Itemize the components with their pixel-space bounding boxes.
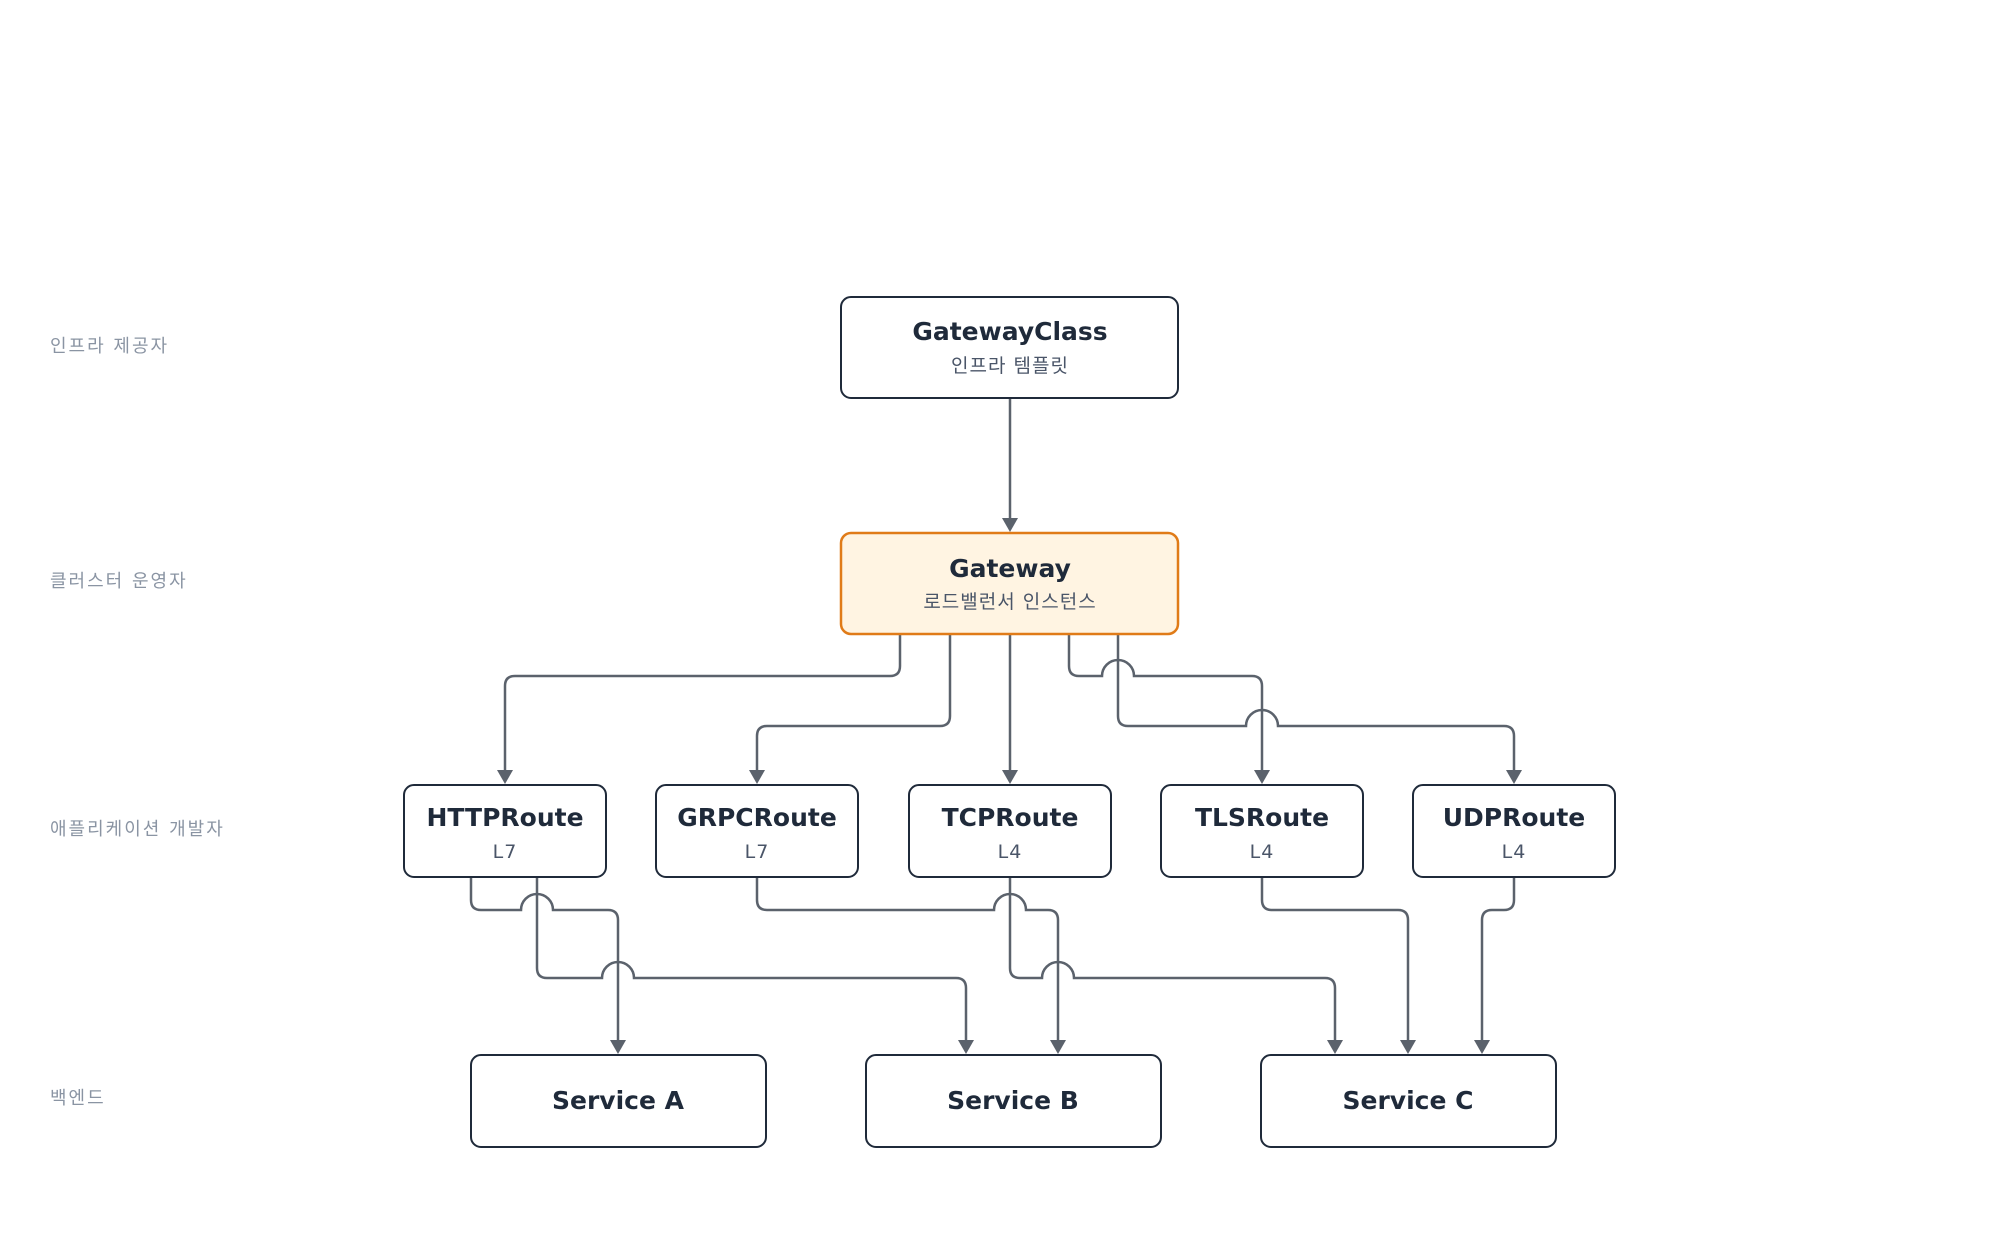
arrow-gateway bbox=[1002, 518, 1018, 532]
edge-gateway-grpcroute bbox=[755, 634, 952, 770]
arrow-grpcroute bbox=[749, 770, 765, 784]
edge-gateway-udproute bbox=[1116, 634, 1516, 770]
node-service-c[interactable]: Service C bbox=[1260, 1054, 1557, 1148]
arrow-udproute bbox=[1506, 770, 1522, 784]
lane-labels: 인프라 제공자 클러스터 운영자 애플리케이션 개발자 백엔드 bbox=[50, 336, 225, 1109]
node-grpcroute-subtitle: L7 bbox=[745, 841, 770, 863]
node-tlsroute-subtitle: L4 bbox=[1250, 841, 1275, 863]
node-grpcroute[interactable]: GRPCRoute L7 bbox=[655, 784, 859, 878]
node-grpcroute-box bbox=[655, 784, 859, 878]
arrow-tlsroute bbox=[1254, 770, 1270, 784]
lane-label-app: 애플리케이션 개발자 bbox=[50, 819, 225, 840]
node-gateway-title: Gateway bbox=[949, 554, 1071, 583]
edge-tcproute-service-c bbox=[1008, 877, 1337, 1040]
arrow-service-c-3 bbox=[1474, 1040, 1490, 1054]
node-service-a[interactable]: Service A bbox=[470, 1054, 767, 1148]
node-udproute-subtitle: L4 bbox=[1502, 841, 1527, 863]
node-httproute[interactable]: HTTPRoute L7 bbox=[403, 784, 607, 878]
node-tlsroute-box bbox=[1160, 784, 1364, 878]
lane-label-infra: 인프라 제공자 bbox=[50, 336, 169, 357]
edge-gateway-httproute bbox=[503, 634, 902, 770]
arrow-httproute bbox=[497, 770, 513, 784]
node-tcproute[interactable]: TCPRoute L4 bbox=[908, 784, 1112, 878]
node-udproute-box bbox=[1412, 784, 1616, 878]
node-httproute-title: HTTPRoute bbox=[426, 803, 583, 832]
node-tlsroute-title: TLSRoute bbox=[1195, 803, 1329, 832]
node-service-a-title: Service A bbox=[552, 1086, 685, 1115]
edge-udproute-service-c bbox=[1480, 877, 1516, 1040]
lane-label-cluster: 클러스터 운영자 bbox=[50, 571, 188, 592]
node-service-a-box bbox=[470, 1054, 767, 1148]
arrow-service-b-1 bbox=[958, 1040, 974, 1054]
node-service-b-box bbox=[865, 1054, 1162, 1148]
edges bbox=[469, 398, 1522, 1054]
node-service-c-title: Service C bbox=[1343, 1086, 1474, 1115]
node-gatewayclass-box bbox=[840, 296, 1179, 399]
node-tcproute-box bbox=[908, 784, 1112, 878]
node-gatewayclass[interactable]: GatewayClass 인프라 템플릿 bbox=[840, 296, 1179, 399]
node-tcproute-title: TCPRoute bbox=[942, 803, 1079, 832]
edge-gateway-tlsroute bbox=[1067, 634, 1264, 770]
edge-httproute-service-b bbox=[535, 877, 968, 1040]
node-gateway[interactable]: Gateway 로드밸런서 인스턴스 bbox=[839, 531, 1180, 636]
node-service-c-box bbox=[1260, 1054, 1557, 1148]
edge-grpcroute-service-b bbox=[755, 877, 1060, 1040]
nodes: GatewayClass 인프라 템플릿 Gateway 로드밸런서 인스턴스 … bbox=[403, 296, 1616, 1148]
node-service-b[interactable]: Service B bbox=[865, 1054, 1162, 1148]
arrow-service-c-1 bbox=[1327, 1040, 1343, 1054]
node-httproute-subtitle: L7 bbox=[493, 841, 518, 863]
edge-tlsroute-service-c bbox=[1260, 877, 1410, 1040]
node-gateway-subtitle: 로드밸런서 인스턴스 bbox=[923, 591, 1096, 613]
arrow-service-c-2 bbox=[1400, 1040, 1416, 1054]
node-gateway-box bbox=[839, 531, 1180, 636]
edge-httproute-service-a bbox=[469, 877, 620, 1040]
node-grpcroute-title: GRPCRoute bbox=[677, 803, 837, 832]
node-tcproute-subtitle: L4 bbox=[998, 841, 1023, 863]
node-tlsroute[interactable]: TLSRoute L4 bbox=[1160, 784, 1364, 878]
node-gatewayclass-title: GatewayClass bbox=[912, 317, 1107, 346]
arrow-service-a bbox=[610, 1040, 626, 1054]
node-gatewayclass-subtitle: 인프라 템플릿 bbox=[951, 355, 1069, 377]
node-service-b-title: Service B bbox=[947, 1086, 1079, 1115]
node-udproute-title: UDPRoute bbox=[1443, 803, 1586, 832]
node-udproute[interactable]: UDPRoute L4 bbox=[1412, 784, 1616, 878]
node-httproute-box bbox=[403, 784, 607, 878]
arrow-tcproute bbox=[1002, 770, 1018, 784]
arrow-service-b-2 bbox=[1050, 1040, 1066, 1054]
lane-label-backend: 백엔드 bbox=[50, 1088, 106, 1109]
